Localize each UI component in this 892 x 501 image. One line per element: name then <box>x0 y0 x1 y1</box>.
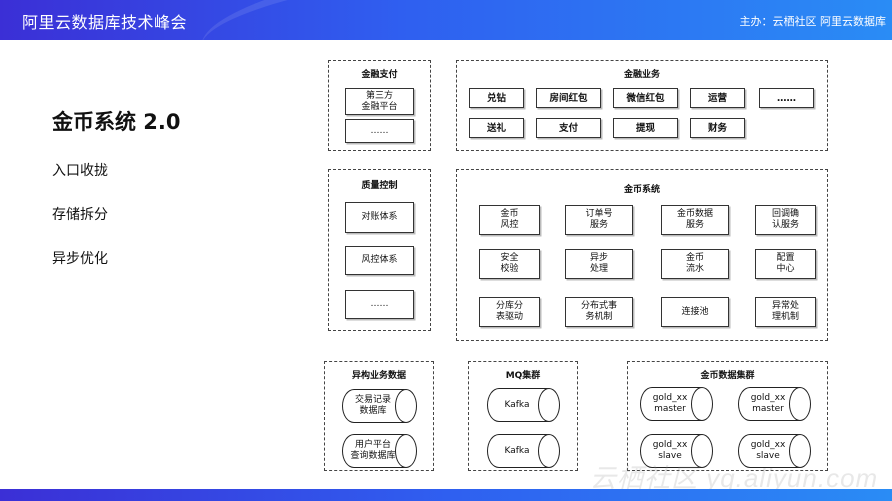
coin-service-module: 订单号 服务 <box>565 205 633 235</box>
business-item: 兑钻 <box>469 88 524 108</box>
sponsor-text: 主办：云栖社区 阿里云数据库 <box>739 15 887 28</box>
coin-service-module: 安全 校验 <box>479 249 540 279</box>
coin-service-module: 异常处 理机制 <box>755 297 816 327</box>
panel-title: 质量控制 <box>361 181 398 191</box>
panel-title: 金币系统 <box>623 185 660 195</box>
gold-slave-node: gold_xx slave <box>738 433 811 468</box>
panel-coin-system: 金币系统 金币 风控订单号 服务金币数据 服务回调确 认服务安全 校验异步 处理… <box>456 169 828 341</box>
bullet-entry-consolidation: 入口收拢 <box>52 163 108 179</box>
coin-service-module: 金币 流水 <box>661 249 729 279</box>
panel-title: MQ集群 <box>505 371 541 381</box>
gold-master-node: gold_xx master <box>738 386 811 421</box>
slide-title: 金币系统 2.0 <box>52 110 181 134</box>
coin-service-module: 连接池 <box>661 297 729 327</box>
box-reconciliation: 对账体系 <box>345 202 414 233</box>
coin-service-module: 异步 处理 <box>565 249 633 279</box>
panel-mq-cluster: MQ集群 Kafka Kafka <box>468 361 578 471</box>
panel-title: 金币数据集群 <box>700 371 755 381</box>
kafka-node: Kafka <box>487 387 560 422</box>
box-third-party-finance: 第三方 金融平台 <box>345 88 414 115</box>
coin-service-module: 金币数据 服务 <box>661 205 729 235</box>
coin-service-module: 配置 中心 <box>755 249 816 279</box>
business-item: 提现 <box>613 118 678 138</box>
coin-service-module: 分布式事 务机制 <box>565 297 633 327</box>
conference-title: 阿里云数据库技术峰会 <box>22 13 188 32</box>
coin-service-module: 回调确 认服务 <box>755 205 816 235</box>
business-item: 财务 <box>690 118 745 138</box>
panel-title: 异构业务数据 <box>351 371 406 381</box>
gold-master-node: gold_xx master <box>640 386 713 421</box>
business-item: 微信红包 <box>613 88 678 108</box>
panel-finance-payment: 金融支付 第三方 金融平台 …… <box>328 60 431 151</box>
db-trade-records: 交易记录 数据库 <box>342 388 417 423</box>
business-item: 房间红包 <box>536 88 601 108</box>
db-user-platform-query: 用户平台 查询数据库 <box>342 433 417 468</box>
panel-finance-business: 金融业务 兑钻房间红包微信红包运营 …… 送礼支付提现财务 <box>456 60 828 151</box>
panel-title: 金融业务 <box>623 70 660 80</box>
business-item: 支付 <box>536 118 601 138</box>
panel-quality-control: 质量控制 对账体系 风控体系 …… <box>328 169 431 331</box>
header-decoration <box>195 0 725 40</box>
business-item: …… <box>759 88 814 108</box>
coin-service-module: 金币 风控 <box>479 205 540 235</box>
bullet-storage-split: 存储拆分 <box>52 207 108 223</box>
gold-slave-node: gold_xx slave <box>640 433 713 468</box>
bullet-async-optimization: 异步优化 <box>52 251 108 267</box>
business-item: 运营 <box>690 88 745 108</box>
box-risk-control: 风控体系 <box>345 246 414 275</box>
coin-service-module: 分库分 表驱动 <box>479 297 540 327</box>
box-more: …… <box>345 290 414 319</box>
watermark: 云栖社区 yq.aliyun.com <box>590 463 879 493</box>
kafka-node: Kafka <box>487 433 560 468</box>
header-banner: 阿里云数据库技术峰会 主办：云栖社区 阿里云数据库 <box>0 0 892 40</box>
panel-heterogeneous-data: 异构业务数据 交易记录 数据库 用户平台 查询数据库 <box>324 361 434 471</box>
business-item: 送礼 <box>469 118 524 138</box>
panel-title: 金融支付 <box>361 70 398 80</box>
box-more: …… <box>345 119 414 143</box>
panel-coin-data-cluster: 金币数据集群 gold_xx master gold_xx master gol… <box>627 361 828 471</box>
footer-band <box>0 489 892 501</box>
